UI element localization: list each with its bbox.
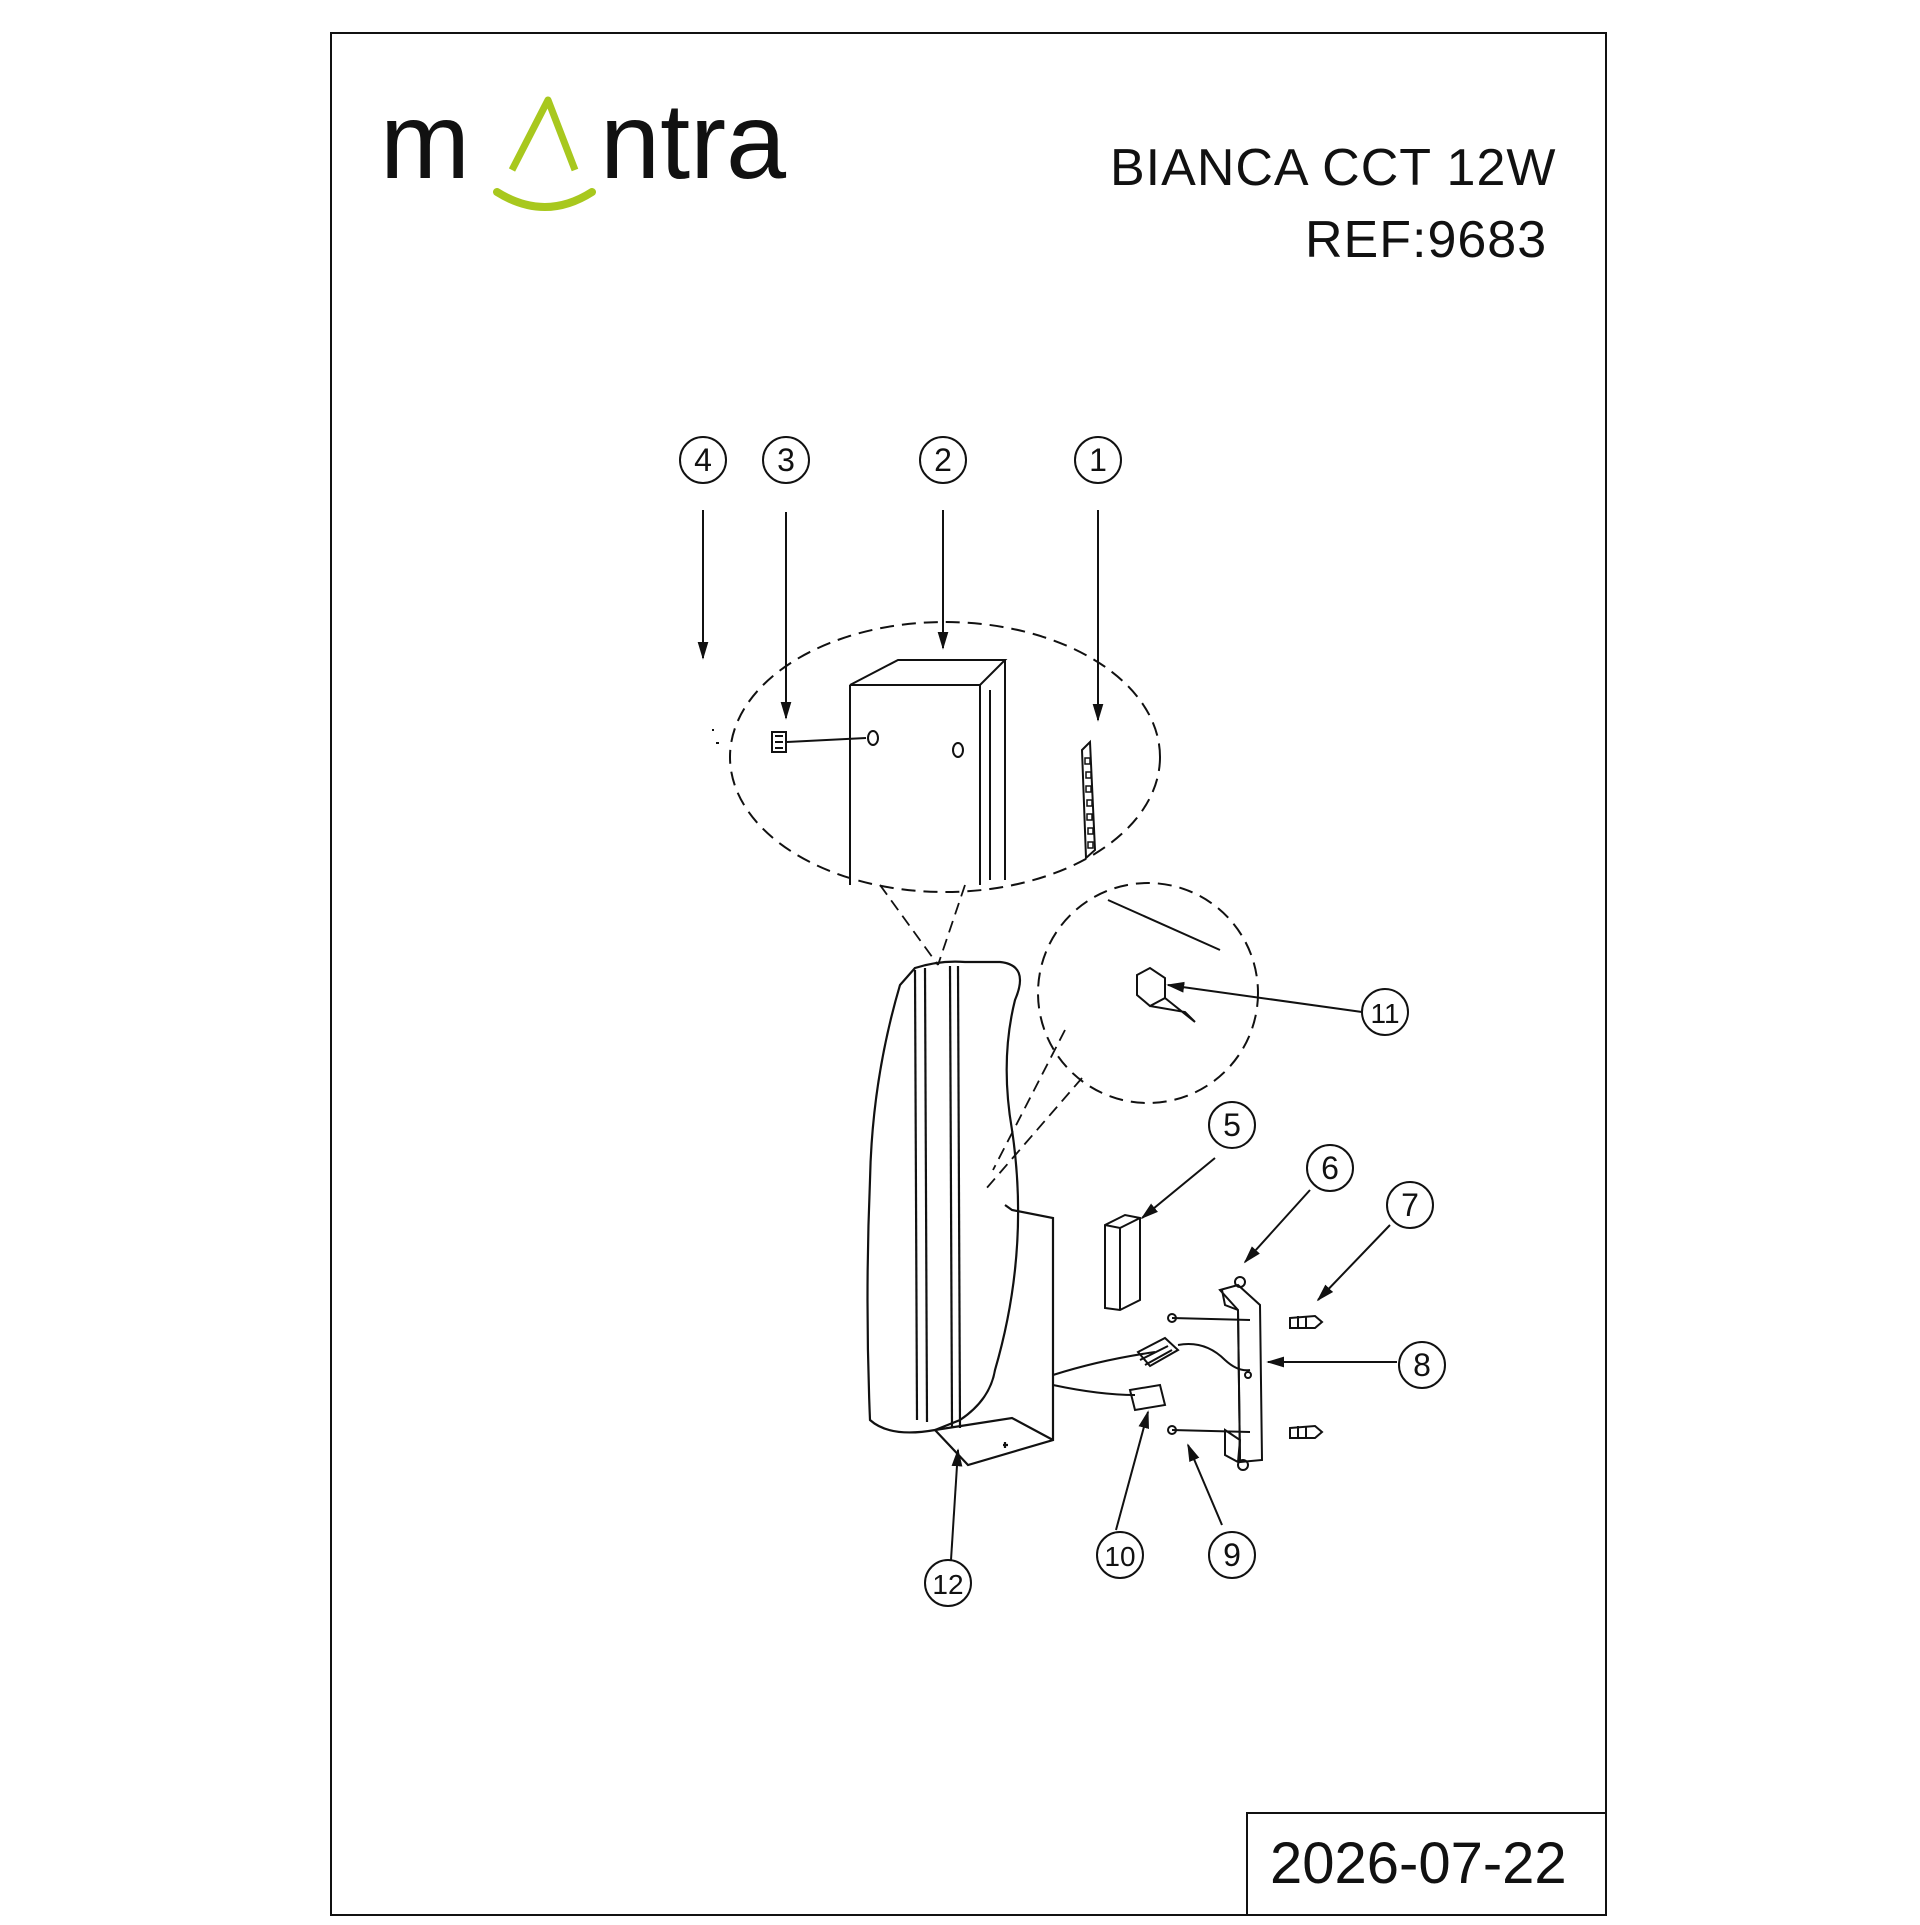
callout-label-9: 9 <box>1223 1537 1241 1573</box>
callout-label-7: 7 <box>1401 1187 1419 1223</box>
callout-9 <box>1208 1531 1256 1579</box>
logo-letter-m: m <box>380 80 470 201</box>
brand-logo: m ntra <box>380 80 787 211</box>
callout-label-6: 6 <box>1321 1150 1339 1186</box>
detail-circle-right <box>1037 882 1259 1104</box>
callout-label-12: 12 <box>932 1569 963 1600</box>
callout-1 <box>1074 436 1122 484</box>
logo-caret-icon <box>508 96 579 172</box>
model-name: BIANCA CCT 12W <box>1110 139 1557 197</box>
document-date: 2026-07-22 <box>1270 1831 1567 1896</box>
detail-leader-right <box>984 1029 1083 1191</box>
callout-2 <box>919 436 967 484</box>
detail-leader-top <box>879 884 966 966</box>
callout-labels: 4 3 2 1 11 5 6 7 8 9 10 12 <box>694 442 1431 1600</box>
page-frame <box>330 32 1607 1916</box>
callout-label-5: 5 <box>1223 1107 1241 1143</box>
callouts <box>679 436 1446 1607</box>
callout-label-11: 11 <box>1370 998 1399 1029</box>
callout-label-2: 2 <box>934 442 952 478</box>
callout-label-3: 3 <box>777 442 795 478</box>
arrow-7 <box>1316 1224 1391 1302</box>
callout-label-4: 4 <box>694 442 712 478</box>
driver-box <box>1104 1213 1141 1312</box>
arrow-12 <box>950 1448 963 1561</box>
callout-label-1: 1 <box>1089 442 1107 478</box>
callout-10 <box>1096 1531 1144 1579</box>
arrow-6 <box>1243 1189 1311 1264</box>
wall-bracket <box>1218 1276 1264 1471</box>
callout-3 <box>762 436 810 484</box>
leader-arrows <box>697 510 1397 1561</box>
arrow-5 <box>1140 1157 1216 1220</box>
arrow-9 <box>1187 1443 1223 1526</box>
callout-11 <box>1361 988 1409 1036</box>
callout-4 <box>679 436 727 484</box>
arrow-10 <box>1115 1410 1149 1531</box>
wiring <box>1052 1336 1251 1412</box>
callout-12 <box>924 1559 972 1607</box>
logo-letters-ntra: ntra <box>600 80 787 201</box>
callout-5 <box>1208 1101 1256 1149</box>
callout-label-8: 8 <box>1413 1347 1431 1383</box>
lamp-body <box>866 960 1055 1467</box>
detail-ellipse-top <box>712 621 1161 893</box>
logo-smile-icon <box>493 188 596 211</box>
callout-label-10: 10 <box>1104 1541 1135 1572</box>
arrow-11 <box>1166 981 1363 1013</box>
callout-7 <box>1386 1181 1434 1229</box>
screws-and-plugs <box>1167 1313 1324 1439</box>
callout-6 <box>1306 1144 1354 1192</box>
reference-number: REF:9683 <box>1305 211 1548 269</box>
date-box <box>1246 1812 1606 1916</box>
callout-8 <box>1398 1341 1446 1389</box>
